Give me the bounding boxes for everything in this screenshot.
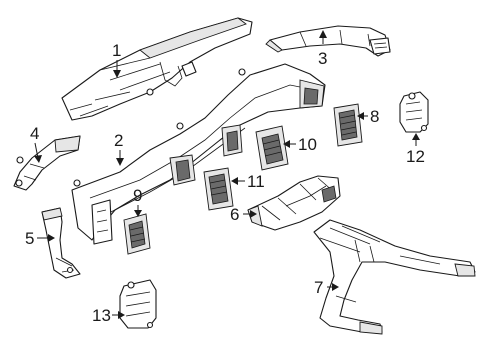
part-9-lower-vent: [123, 213, 151, 255]
part-4-left-side-duct: [13, 135, 81, 191]
part-11-center-lower-vent: [203, 167, 234, 211]
callout-12: 12: [406, 147, 425, 166]
callout-9: 9: [133, 186, 142, 205]
part-10-center-vent: [255, 125, 289, 171]
callout-4: 4: [30, 124, 39, 143]
callout-11: 11: [247, 172, 265, 191]
part-6-center-floor-duct: [247, 175, 341, 231]
callout-10: 10: [298, 135, 317, 154]
part-13-lower-bracket: [119, 279, 157, 329]
part-5-lower-left-duct: [41, 207, 81, 279]
callout-1: 1: [112, 41, 121, 60]
leader-lines: [34, 30, 420, 319]
callout-13: 13: [92, 306, 111, 325]
callout-numbers: 1 2 3 4 5 6 7 8 9 10 11 12 13: [25, 41, 425, 325]
part-1-defroster-duct: [61, 17, 253, 121]
part-3-upper-right-duct: [265, 25, 391, 57]
callout-8: 8: [370, 107, 379, 126]
callout-6: 6: [230, 205, 239, 224]
callout-2: 2: [114, 131, 123, 150]
part-12-right-bracket: [399, 91, 429, 133]
part-7-rear-floor-duct: [313, 219, 476, 335]
part-2-main-panel-duct: [71, 63, 326, 245]
part-8-right-vent: [333, 103, 363, 147]
callout-5: 5: [25, 229, 34, 248]
callout-3: 3: [318, 49, 327, 68]
callout-7: 7: [314, 278, 323, 297]
